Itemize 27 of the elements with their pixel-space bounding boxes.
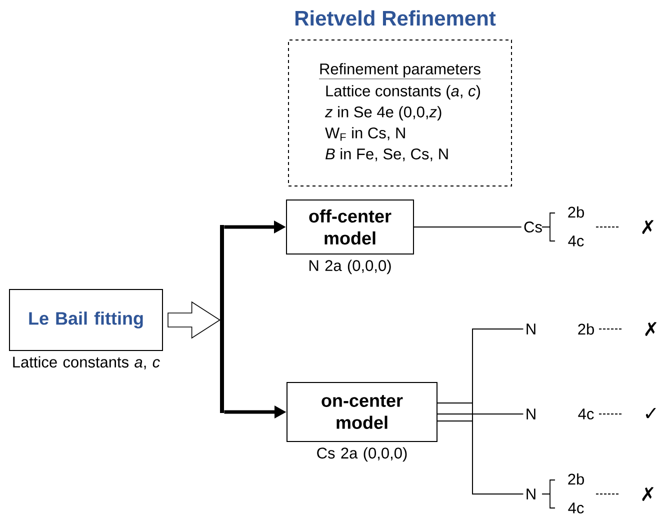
wyckoff-label: 2b bbox=[568, 473, 584, 485]
result-mark: ✗ bbox=[598, 322, 656, 336]
site-label: N bbox=[526, 408, 536, 420]
node-label: Lattice constants a, c bbox=[13, 356, 160, 370]
process-box: off-center model bbox=[286, 200, 414, 254]
result-mark: ✗ bbox=[596, 486, 654, 502]
connector bbox=[437, 412, 524, 494]
result-mark: ✓ bbox=[598, 408, 656, 418]
wyckoff-label: 4c bbox=[568, 502, 584, 514]
site-label: Cs bbox=[524, 222, 542, 232]
node-label: Cs 2a (0,0,0) bbox=[317, 447, 407, 462]
wyckoff-label: 2b bbox=[578, 323, 594, 335]
junction-bar bbox=[220, 225, 224, 413]
site-label: N bbox=[526, 488, 536, 500]
connector bbox=[414, 226, 522, 228]
title: Rietveld Refinement bbox=[295, 10, 496, 26]
block-arrow bbox=[168, 301, 221, 339]
connector bbox=[437, 328, 524, 412]
node-label: N 2a (0,0,0) bbox=[310, 260, 391, 274]
wyckoff-label: 4c bbox=[578, 408, 594, 420]
wyckoff-label: 2b bbox=[568, 206, 584, 218]
result-mark: ✗ bbox=[596, 220, 654, 234]
parameter-box: Refinement parameters Lattice constants (a, c) z in Se 4e (0,0,z) W$_{F}$ in Cs, N B in Fe, Se, Cs, N bbox=[288, 40, 512, 186]
process-box: Le Bail fitting bbox=[9, 289, 163, 351]
process-box: on-center model bbox=[286, 382, 438, 442]
wyckoff-label: 4c bbox=[568, 236, 584, 246]
site-label: N bbox=[526, 324, 536, 334]
